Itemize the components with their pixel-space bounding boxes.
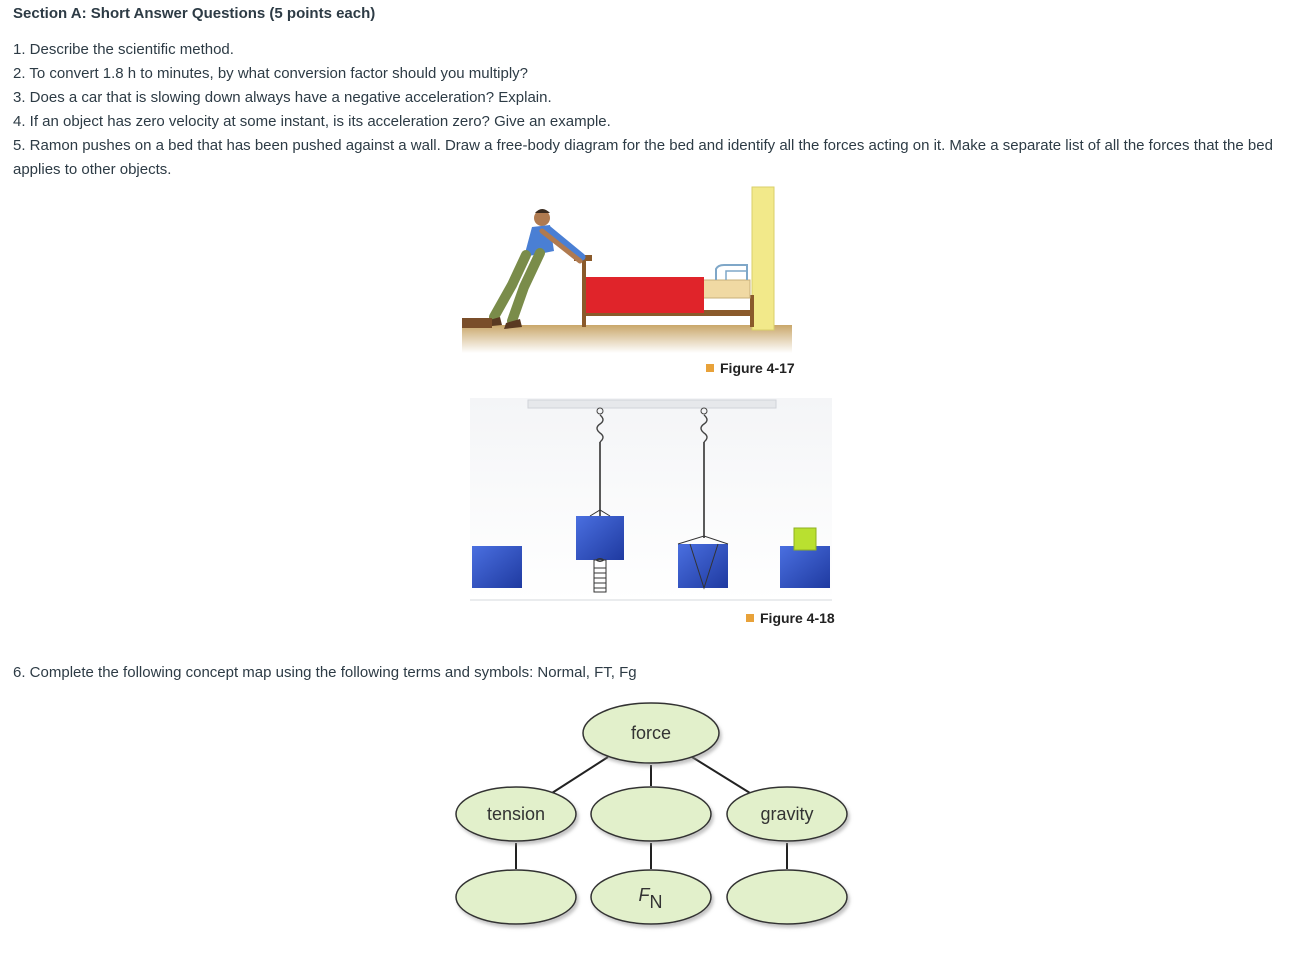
block-hanging-2: [678, 544, 728, 588]
question-1: 1. Describe the scientific method.: [13, 41, 234, 58]
node-bottom-right-blank: [726, 869, 848, 925]
figure-4-18-illustration: [470, 398, 832, 602]
svg-text:tension: tension: [487, 804, 545, 824]
question-3: 3. Does a car that is slowing down alway…: [13, 89, 552, 106]
caption-marker: [706, 364, 714, 372]
question-4: 4. If an object has zero velocity at som…: [13, 113, 611, 130]
caption-marker: [746, 614, 754, 622]
svg-text:force: force: [631, 723, 671, 743]
figure-4-18-caption: Figure 4-18: [746, 610, 835, 626]
node-tension: tension: [455, 786, 577, 842]
block-resting-left: [472, 546, 522, 588]
floor: [462, 325, 792, 353]
node-bottom-left-blank: [455, 869, 577, 925]
bed-blanket: [586, 277, 704, 313]
figure-4-17-caption: Figure 4-17: [706, 360, 795, 376]
ceiling-bar: [527, 399, 777, 409]
question-2: 2. To convert 1.8 h to minutes, by what …: [13, 65, 528, 82]
question-6: 6. Complete the following concept map us…: [13, 664, 637, 681]
spring-scale-2: [677, 407, 729, 590]
block-resting-right: [780, 546, 830, 588]
bed-headboard-post: [582, 255, 586, 327]
svg-text:gravity: gravity: [760, 804, 813, 824]
svg-text:N: N: [650, 892, 663, 912]
wall: [751, 186, 775, 331]
concept-map: force tension gravity F N: [455, 702, 848, 925]
node-middle-blank: [590, 786, 712, 842]
mattress: [701, 279, 751, 299]
node-fn: F N: [590, 869, 712, 925]
question-5: 5. Ramon pushes on a bed that has been p…: [13, 137, 1273, 178]
figure-4-17-illustration: [462, 186, 792, 353]
section-title: Section A: Short Answer Questions (5 poi…: [13, 5, 376, 22]
small-cube: [793, 527, 817, 551]
node-force: force: [582, 702, 720, 764]
svg-text:F: F: [639, 885, 651, 905]
block-hanging-1: [576, 516, 624, 560]
node-gravity: gravity: [726, 786, 848, 842]
person-pushing: [462, 209, 586, 329]
spring-scale-1: [576, 407, 624, 593]
